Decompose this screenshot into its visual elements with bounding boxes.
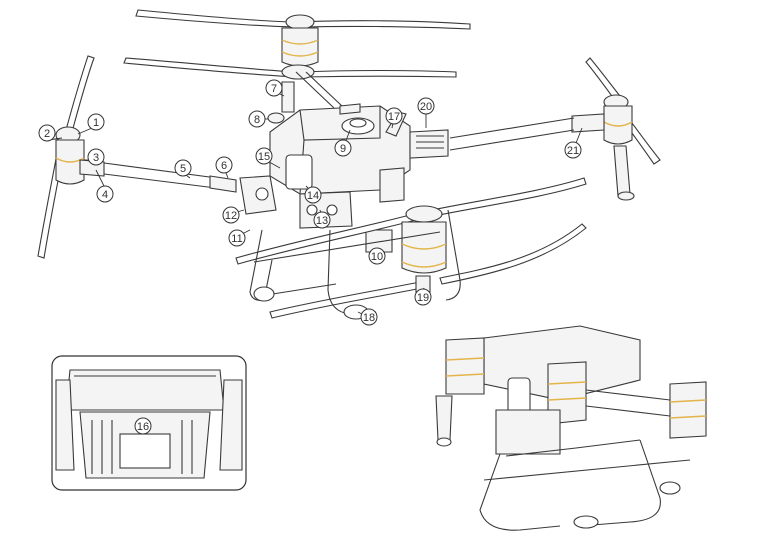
folded-drone-illustration bbox=[435, 325, 707, 531]
callout-label-12: 12 bbox=[225, 210, 237, 222]
callout-16: 16 bbox=[134, 417, 152, 435]
callout-6: 6 bbox=[215, 156, 233, 174]
propeller-rear-lower bbox=[123, 57, 457, 80]
callout-21: 21 bbox=[564, 141, 582, 159]
callouts: 1 2 3 4 5 6 7 8 9 10 11 12 13 14 15 16 1… bbox=[38, 79, 583, 435]
main-drone-illustration bbox=[37, 9, 661, 320]
callout-label-7: 7 bbox=[271, 83, 277, 95]
callout-label-9: 9 bbox=[340, 143, 346, 155]
callout-3: 3 bbox=[87, 148, 105, 166]
callout-label-2: 2 bbox=[44, 128, 50, 140]
callout-19: 19 bbox=[414, 288, 432, 306]
callout-9: 9 bbox=[334, 139, 352, 157]
callout-label-5: 5 bbox=[180, 163, 186, 175]
callout-14: 14 bbox=[304, 186, 322, 204]
propeller-left bbox=[37, 55, 105, 259]
callout-20: 20 bbox=[417, 97, 435, 115]
callout-label-16: 16 bbox=[137, 421, 149, 433]
callout-2: 2 bbox=[38, 124, 56, 142]
callout-8: 8 bbox=[248, 110, 266, 128]
callout-label-19: 19 bbox=[417, 292, 429, 304]
callout-label-15: 15 bbox=[258, 151, 270, 163]
callout-label-3: 3 bbox=[93, 152, 99, 164]
callout-7: 7 bbox=[265, 79, 283, 97]
callout-4: 4 bbox=[96, 185, 114, 203]
callout-label-6: 6 bbox=[221, 160, 227, 172]
callout-label-20: 20 bbox=[420, 101, 432, 113]
callout-label-1: 1 bbox=[93, 117, 99, 129]
callout-label-4: 4 bbox=[102, 189, 108, 201]
callout-label-10: 10 bbox=[371, 251, 383, 263]
callout-label-8: 8 bbox=[254, 114, 260, 126]
callout-13: 13 bbox=[313, 211, 331, 229]
propeller-right bbox=[571, 57, 661, 201]
inset-panel-16 bbox=[51, 355, 247, 491]
callout-5: 5 bbox=[174, 159, 192, 177]
callout-label-17: 17 bbox=[388, 111, 400, 123]
callout-17: 17 bbox=[385, 107, 403, 125]
propeller-rear-top bbox=[135, 9, 471, 67]
callout-label-13: 13 bbox=[316, 215, 328, 227]
callout-label-11: 11 bbox=[231, 233, 242, 245]
callout-18: 18 bbox=[360, 308, 378, 326]
callout-label-18: 18 bbox=[363, 312, 375, 324]
callout-11: 11 bbox=[228, 229, 246, 247]
callout-12: 12 bbox=[222, 206, 240, 224]
propeller-front bbox=[235, 177, 587, 319]
callout-1: 1 bbox=[87, 113, 105, 131]
callout-15: 15 bbox=[255, 147, 273, 165]
callout-label-14: 14 bbox=[307, 190, 319, 202]
callout-label-21: 21 bbox=[567, 145, 579, 157]
callout-10: 10 bbox=[368, 247, 386, 265]
